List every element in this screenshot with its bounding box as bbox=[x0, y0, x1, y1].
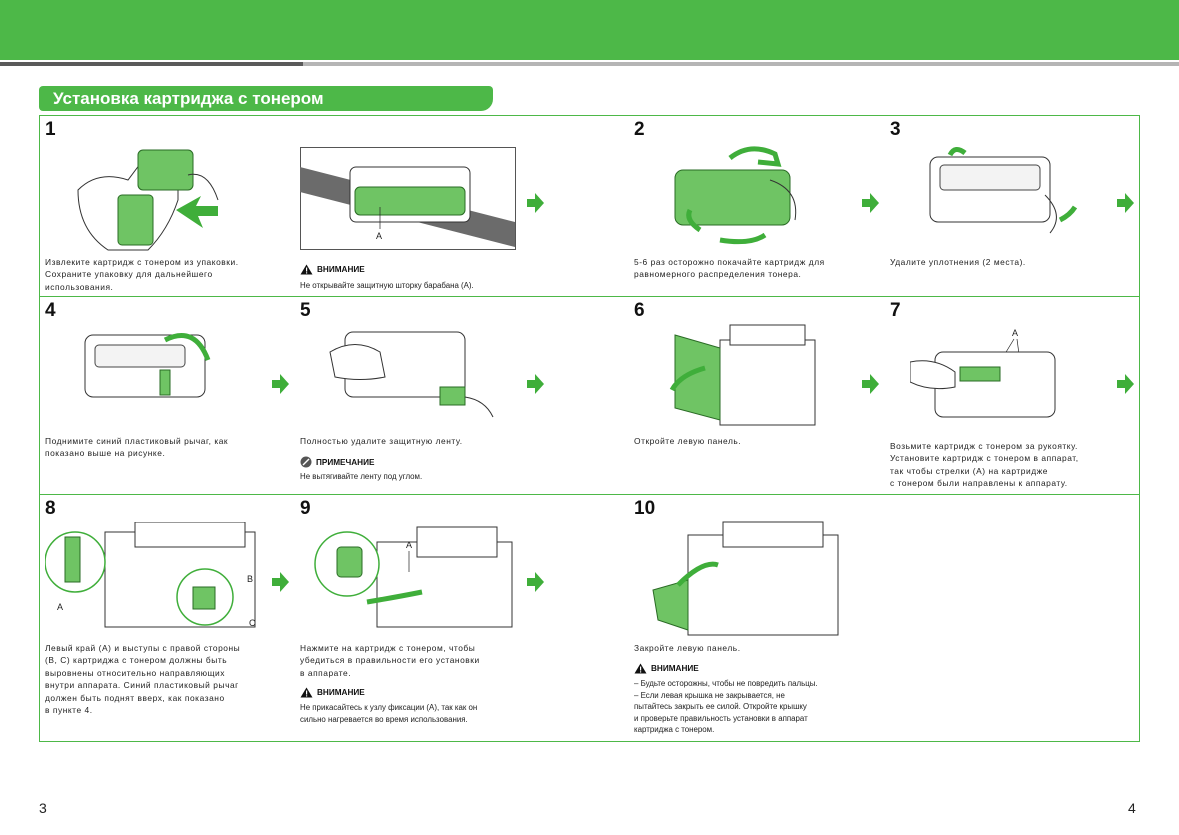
top-green-band bbox=[0, 0, 1179, 60]
note-label: ПРИМЕЧАНИЕ bbox=[316, 457, 375, 467]
header-rule-light bbox=[303, 62, 1179, 66]
step-number-5: 5 bbox=[300, 300, 311, 321]
row-divider-1 bbox=[40, 296, 1139, 297]
step5-illustration bbox=[329, 331, 494, 418]
label-a: A bbox=[57, 602, 63, 612]
step1-caution-text: Не открывайте защитную шторку барабана (… bbox=[300, 281, 474, 290]
step9-text: Нажмите на картридж с тонером, чтобы убе… bbox=[300, 643, 480, 678]
step1-illustration bbox=[77, 149, 219, 251]
step-number-8: 8 bbox=[45, 498, 56, 519]
step8-text: Левый край (A) и выступы с правой сторон… bbox=[45, 643, 241, 716]
step1-text: Извлеките картридж с тонером из упаковки… bbox=[45, 257, 239, 292]
step4-text: Поднимите синий пластиковый рычаг, как п… bbox=[45, 436, 229, 459]
step10-caution-header: ВНИМАНИЕ bbox=[634, 663, 699, 674]
label-a: A bbox=[406, 540, 412, 550]
step-number-7: 7 bbox=[890, 300, 901, 321]
warning-icon bbox=[300, 264, 313, 275]
step-number-10: 10 bbox=[634, 498, 656, 519]
warning-icon bbox=[300, 687, 313, 698]
label-a: A bbox=[376, 231, 382, 241]
step4-illustration bbox=[84, 333, 211, 398]
step-number-1: 1 bbox=[45, 119, 56, 140]
step3-text: Удалите уплотнения (2 места). bbox=[890, 257, 1026, 267]
step5-note-header: ПРИМЕЧАНИЕ bbox=[300, 456, 374, 468]
row-divider-2 bbox=[40, 494, 1139, 495]
step7-illustration: A bbox=[910, 328, 1056, 418]
step9-caution-header: ВНИМАНИЕ bbox=[300, 687, 365, 698]
steps-frame bbox=[39, 115, 1140, 742]
page-number-right: 4 bbox=[1128, 800, 1136, 816]
step3-illustration bbox=[929, 147, 1078, 234]
step6-illustration bbox=[669, 324, 816, 426]
step1-caution-header: ВНИМАНИЕ bbox=[300, 264, 365, 275]
caution-label: ВНИМАНИЕ bbox=[317, 265, 365, 274]
step2-text: 5-6 раз осторожно покачайте картридж для… bbox=[634, 257, 825, 280]
step9-caution-text: Не прикасайтесь к узлу фиксации (A), так… bbox=[300, 703, 478, 724]
step5-text: Полностью удалите защитную ленту. bbox=[300, 436, 463, 446]
step10-caution-text: – Будьте осторожны, чтобы не повредить п… bbox=[634, 679, 818, 735]
label-c: C bbox=[249, 618, 256, 628]
warning-icon bbox=[634, 663, 647, 674]
label-b: B bbox=[247, 574, 253, 584]
next-arrow-icon bbox=[527, 572, 544, 592]
next-arrow-icon bbox=[862, 374, 879, 394]
step9-illustration: A bbox=[314, 526, 513, 628]
next-arrow-icon bbox=[527, 374, 544, 394]
next-arrow-icon bbox=[272, 572, 289, 592]
step7-text: Возьмите картридж с тонером за рукоятку.… bbox=[890, 441, 1079, 489]
step2-illustration bbox=[674, 146, 797, 245]
next-arrow-icon bbox=[1117, 193, 1134, 213]
step-number-4: 4 bbox=[45, 300, 56, 321]
step10-text: Закройте левую панель. bbox=[634, 643, 741, 653]
caution-label: ВНИМАНИЕ bbox=[651, 664, 699, 673]
step10-illustration bbox=[652, 521, 839, 636]
step-number-6: 6 bbox=[634, 300, 645, 321]
caution-label: ВНИМАНИЕ bbox=[317, 688, 365, 697]
step8-illustration: A B C bbox=[45, 522, 256, 628]
next-arrow-icon bbox=[862, 193, 879, 213]
next-arrow-icon bbox=[272, 374, 289, 394]
section-title: Установка картриджа с тонером bbox=[39, 86, 493, 111]
note-icon bbox=[300, 456, 312, 468]
next-arrow-icon bbox=[527, 193, 544, 213]
step-number-3: 3 bbox=[890, 119, 901, 140]
header-rule-dark bbox=[0, 62, 303, 66]
step-number-9: 9 bbox=[300, 498, 311, 519]
step5-note-text: Не вытягивайте ленту под углом. bbox=[300, 472, 423, 481]
step-number-2: 2 bbox=[634, 119, 645, 140]
step6-text: Откройте левую панель. bbox=[634, 436, 742, 446]
next-arrow-icon bbox=[1117, 374, 1134, 394]
label-a: A bbox=[1012, 328, 1018, 338]
page-number-left: 3 bbox=[39, 800, 47, 816]
step1-drum-illustration: A bbox=[300, 147, 516, 250]
